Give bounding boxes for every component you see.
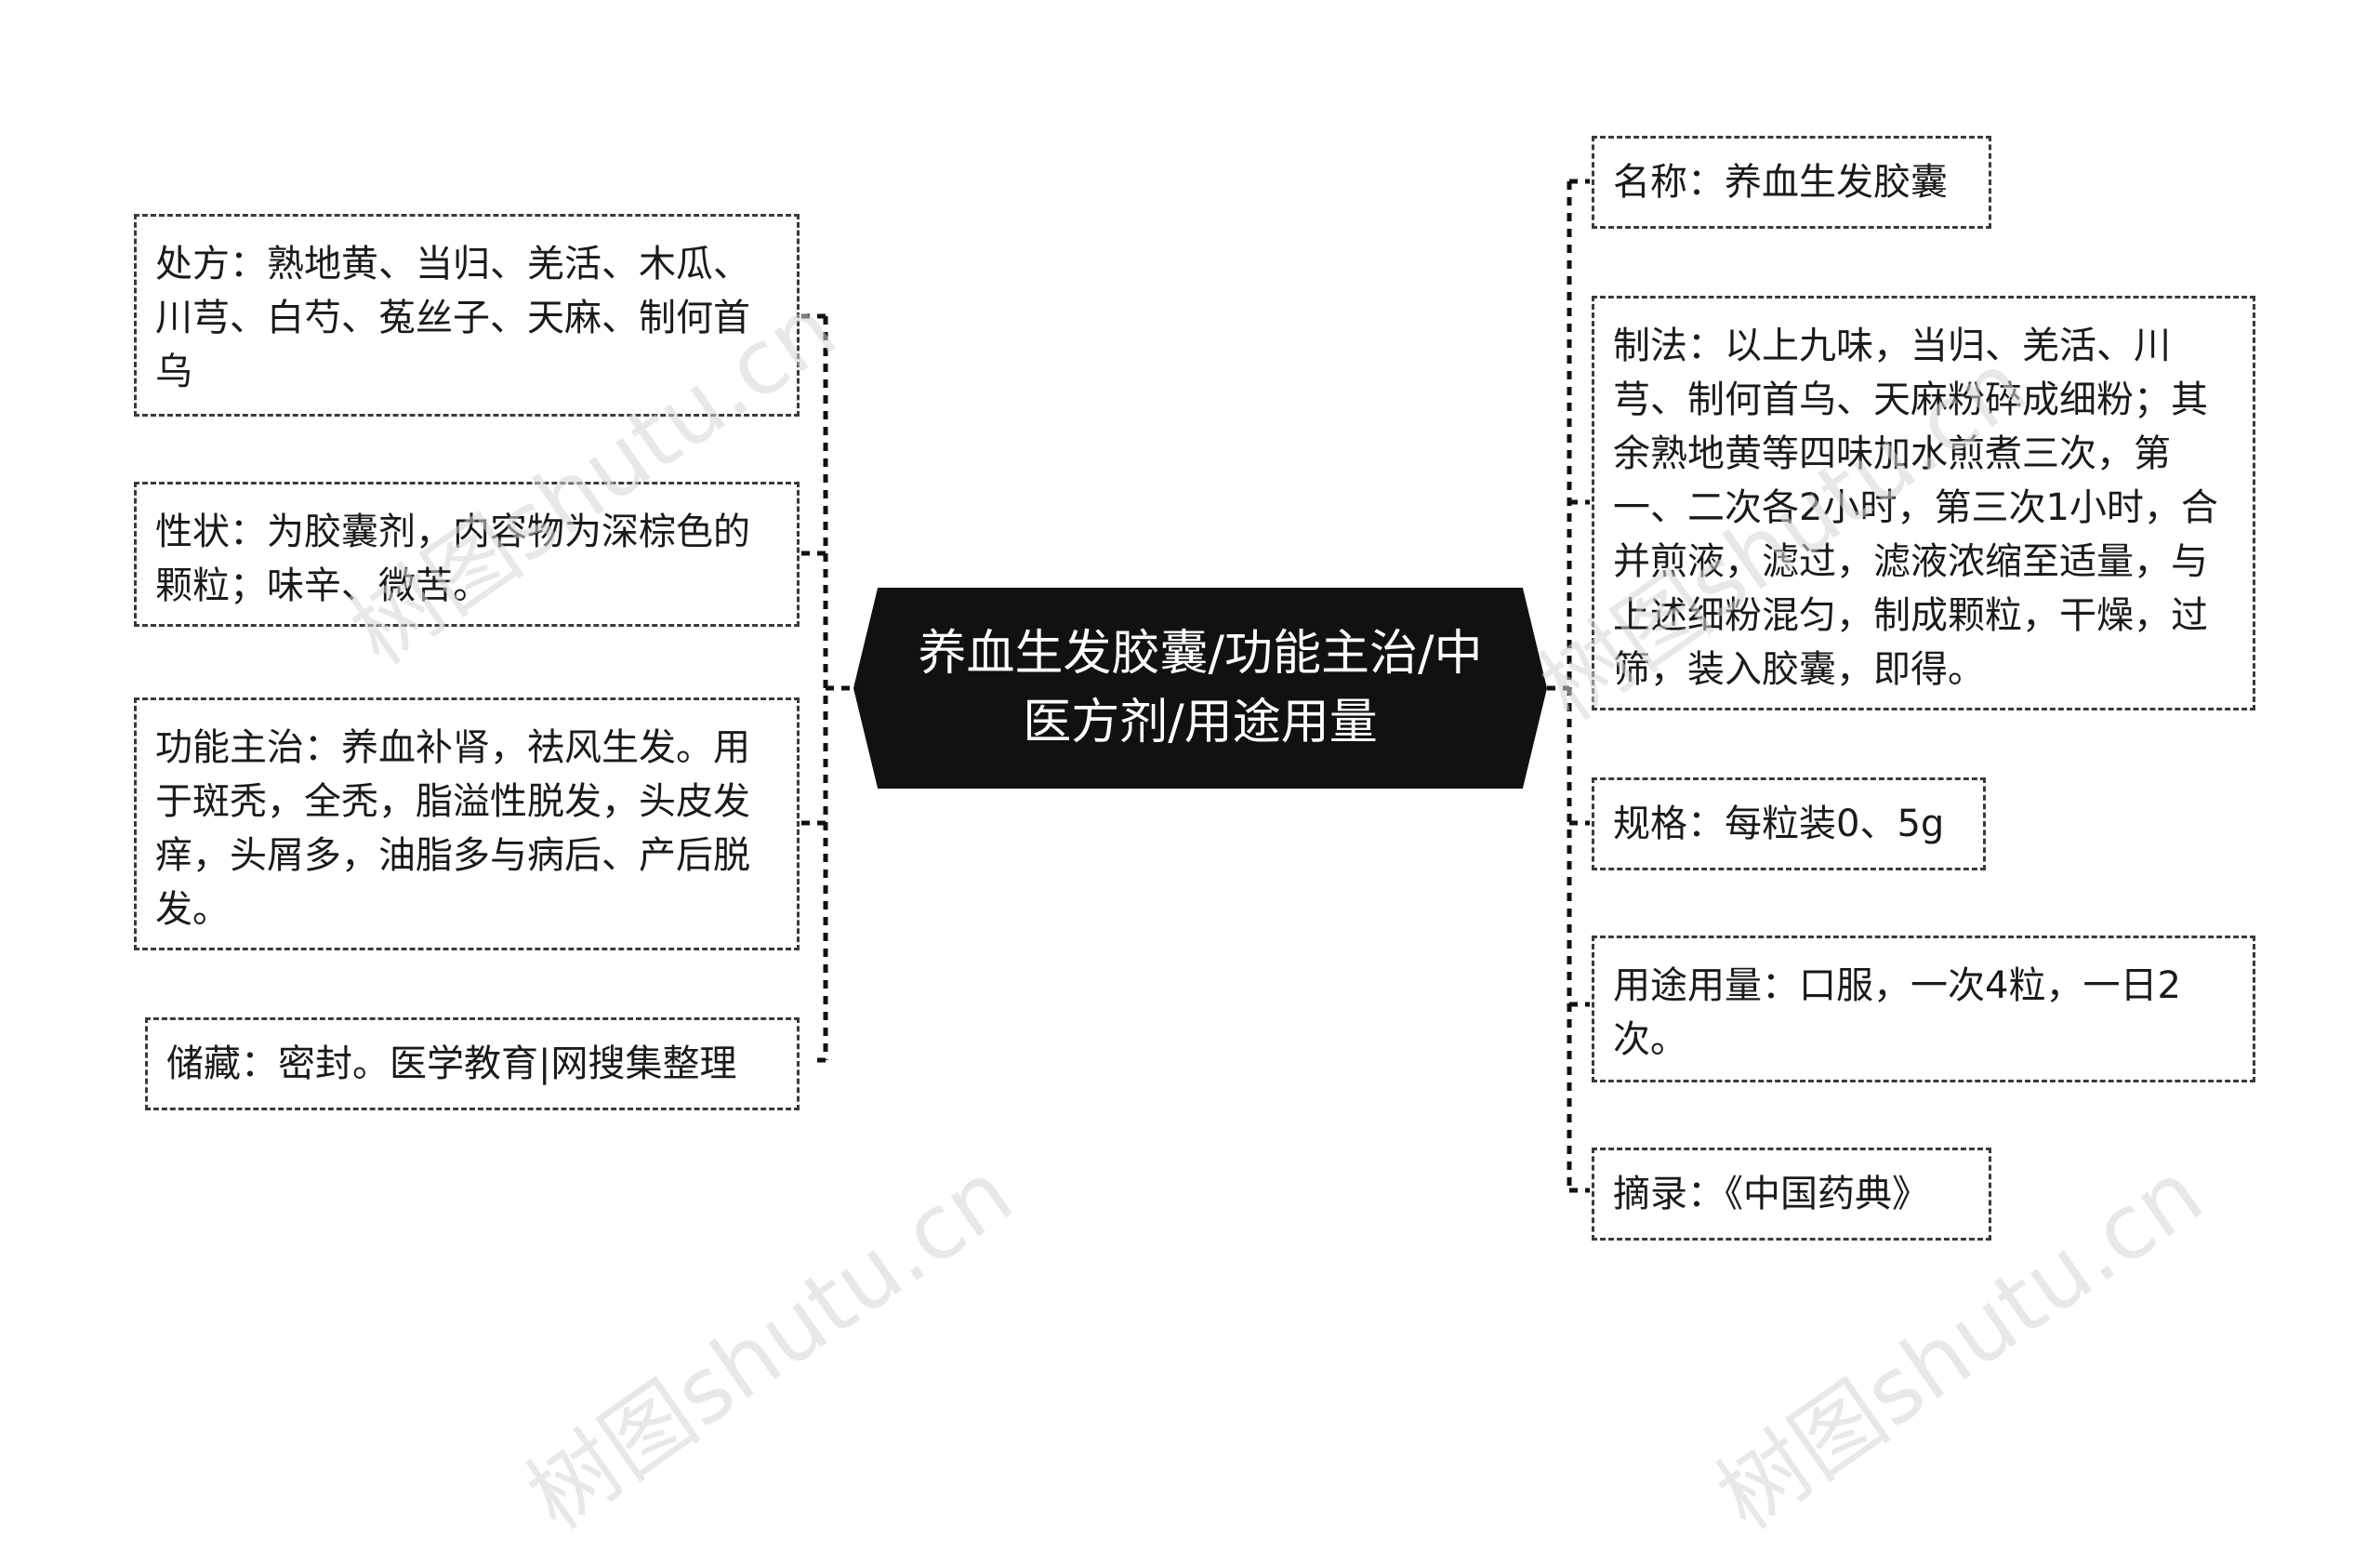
central-topic-text: 养血生发胶囊/功能主治/中医方剂/用途用量 xyxy=(918,626,1483,750)
node-prescription-text: 处方：熟地黄、当归、羌活、木瓜、川芎、白芍、菟丝子、天麻、制何首乌 xyxy=(155,243,750,393)
node-preparation[interactable]: 制法：以上九味，当归、羌活、川芎、制何首乌、天麻粉碎成细粉；其余熟地黄等四味加水… xyxy=(1592,296,2255,710)
node-properties[interactable]: 性状：为胶囊剂，内容物为深棕色的颗粒；味辛、微苦。 xyxy=(134,482,800,627)
node-storage-text: 储藏：密封。医学教育|网搜集整理 xyxy=(166,1042,737,1085)
central-topic[interactable]: 养血生发胶囊/功能主治/中医方剂/用途用量 xyxy=(853,588,1547,789)
node-specification-text: 规格：每粒装0、5g xyxy=(1613,803,1945,845)
mindmap-canvas: 处方：熟地黄、当归、羌活、木瓜、川芎、白芍、菟丝子、天麻、制何首乌 性状：为胶囊… xyxy=(134,136,2255,1549)
node-prescription[interactable]: 处方：熟地黄、当归、羌活、木瓜、川芎、白芍、菟丝子、天麻、制何首乌 xyxy=(134,214,800,417)
node-storage[interactable]: 储藏：密封。医学教育|网搜集整理 xyxy=(145,1017,800,1110)
node-indications[interactable]: 功能主治：养血补肾，祛风生发。用于斑秃，全秃，脂溢性脱发，头皮发痒，头屑多，油脂… xyxy=(134,697,800,950)
node-usage[interactable]: 用途用量：口服，一次4粒，一日2次。 xyxy=(1592,936,2255,1082)
node-specification[interactable]: 规格：每粒装0、5g xyxy=(1592,777,1986,870)
node-preparation-text: 制法：以上九味，当归、羌活、川芎、制何首乌、天麻粉碎成细粉；其余熟地黄等四味加水… xyxy=(1613,325,2218,691)
node-indications-text: 功能主治：养血补肾，祛风生发。用于斑秃，全秃，脂溢性脱发，头皮发痒，头屑多，油脂… xyxy=(155,726,750,931)
node-source[interactable]: 摘录：《中国药典》 xyxy=(1592,1148,1991,1241)
node-name-text: 名称：养血生发胶囊 xyxy=(1613,161,1948,204)
node-properties-text: 性状：为胶囊剂，内容物为深棕色的颗粒；味辛、微苦。 xyxy=(155,511,750,607)
node-usage-text: 用途用量：口服，一次4粒，一日2次。 xyxy=(1613,964,2181,1061)
node-source-text: 摘录：《中国药典》 xyxy=(1613,1173,1929,1215)
node-name[interactable]: 名称：养血生发胶囊 xyxy=(1592,136,1991,229)
connector-lines xyxy=(800,179,1590,1193)
